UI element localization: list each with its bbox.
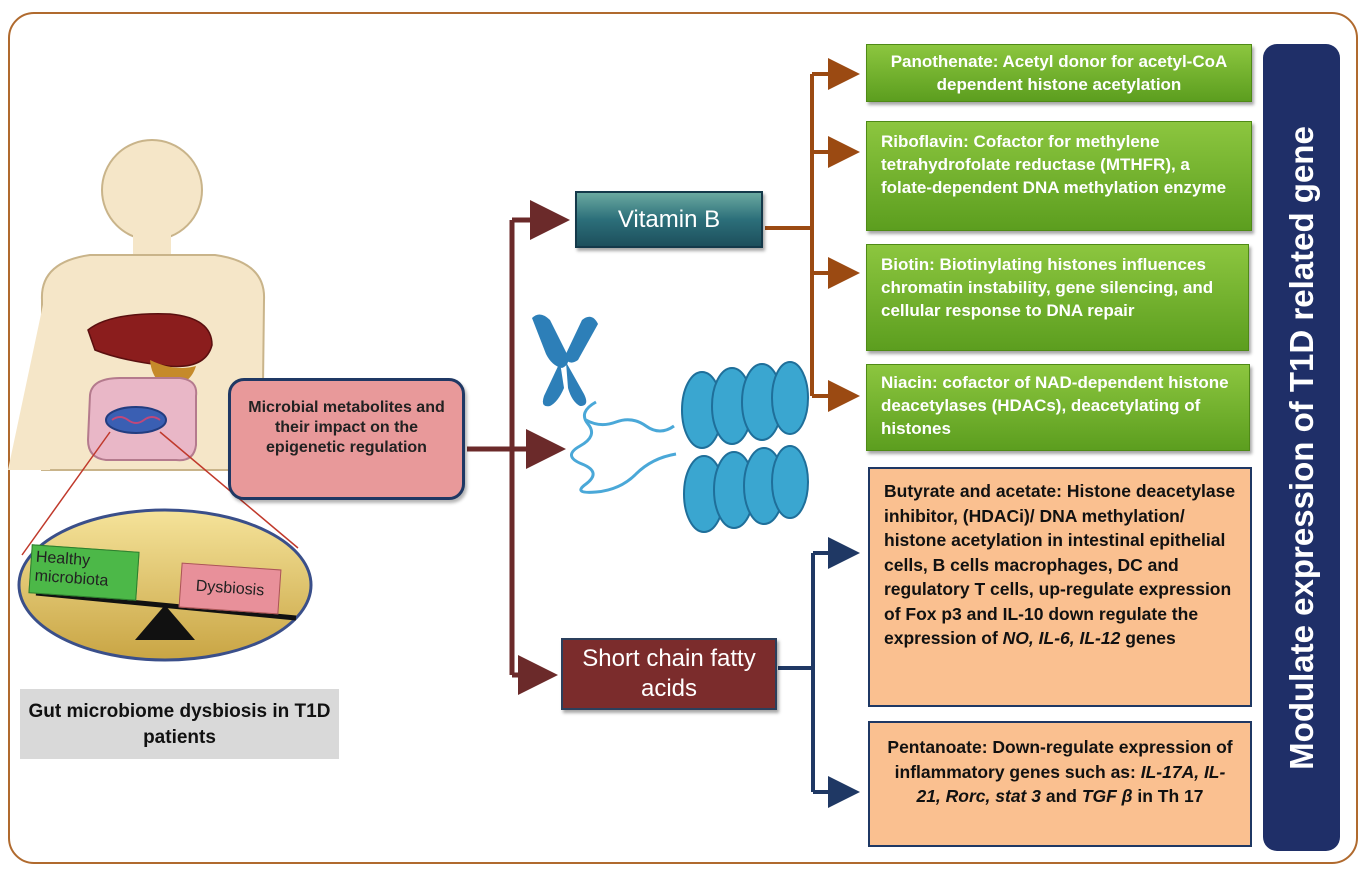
pentanoate-and: and bbox=[1040, 786, 1082, 806]
niacin-box: Niacin: cofactor of NAD-dependent histon… bbox=[866, 364, 1250, 451]
microbial-metabolites-box: Microbial metabolites and their impact o… bbox=[228, 378, 465, 500]
riboflavin-box: Riboflavin: Cofactor for methylene tetra… bbox=[866, 121, 1252, 231]
pentanoate-tgf: TGF β bbox=[1081, 786, 1133, 806]
sidebar-label: Modulate expression of T1D related gene bbox=[1282, 125, 1320, 770]
butyrate-acetate-box: Butyrate and acetate: Histone deacetylas… bbox=[868, 467, 1252, 707]
panothenate-box: Panothenate: Acetyl donor for acetyl-CoA… bbox=[866, 44, 1252, 102]
butyrate-tail: genes bbox=[1120, 628, 1176, 648]
gut-dysbiosis-caption: Gut microbiome dysbiosis in T1D patients bbox=[20, 689, 339, 759]
pentanoate-genes: IL-17A, IL-21, Rorc, stat 3 bbox=[916, 761, 1226, 807]
chromosome-icon bbox=[532, 314, 677, 494]
butyrate-genes: NO, IL-6, IL-12 bbox=[1002, 628, 1121, 648]
diagram-frame bbox=[8, 12, 1358, 864]
vitamin-b-box: Vitamin B bbox=[575, 191, 763, 248]
pentanoate-tail: in Th 17 bbox=[1132, 786, 1204, 806]
butyrate-text: Butyrate and acetate: Histone deacetylas… bbox=[884, 481, 1236, 648]
dysbiosis-label: Dysbiosis bbox=[178, 562, 282, 615]
pentanoate-text: Pentanoate: Down-regulate expression of … bbox=[887, 737, 1233, 782]
nucleosome-icon bbox=[681, 361, 809, 533]
healthy-microbiota-label: Healthy microbiota bbox=[28, 544, 140, 601]
short-chain-fatty-acids-box: Short chain fatty acids bbox=[561, 638, 777, 710]
modulate-expression-sidebar: Modulate expression of T1D related gene bbox=[1263, 44, 1340, 851]
pentanoate-box: Pentanoate: Down-regulate expression of … bbox=[868, 721, 1252, 847]
biotin-box: Biotin: Biotinylating histones influence… bbox=[866, 244, 1249, 351]
